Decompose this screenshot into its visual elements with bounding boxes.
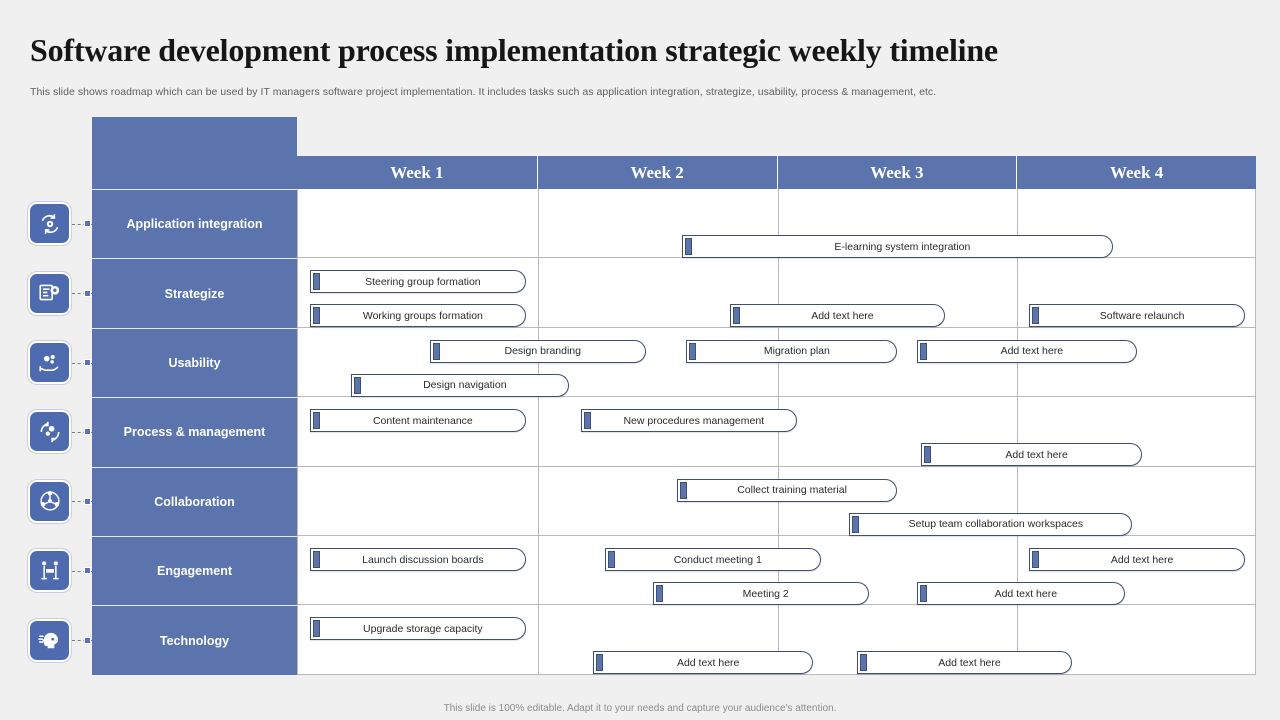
hand-gears-icon	[28, 341, 71, 384]
connector-node	[84, 497, 91, 505]
connector-node	[84, 636, 91, 644]
task-bar[interactable]: New procedures management	[580, 409, 797, 433]
page-title: Software development process implementat…	[30, 32, 998, 68]
task-bar[interactable]: Add text here	[916, 582, 1126, 605]
task-bar[interactable]: Launch discussion boards	[309, 548, 526, 571]
connector-node	[84, 289, 91, 297]
task-bar[interactable]: Collect training material	[676, 478, 898, 502]
grid-hline	[298, 396, 1255, 398]
connector-line	[72, 223, 92, 225]
connector-line	[72, 640, 92, 642]
row-label-collaboration[interactable]: Collaboration	[92, 466, 297, 536]
week-header-3: Week 3	[776, 156, 1017, 189]
week-header-2: Week 2	[536, 156, 777, 189]
task-bar[interactable]: Conduct meeting 1	[604, 548, 821, 571]
task-bar[interactable]: Add text here	[729, 304, 946, 328]
row-label-strategize[interactable]: Strategize	[92, 258, 297, 328]
connector-node	[84, 428, 91, 436]
footer-note: This slide is 100% editable. Adapt it to…	[443, 703, 837, 714]
row-label-usability[interactable]: Usability	[92, 327, 297, 398]
strategy-board-icon	[28, 271, 71, 315]
corner-block	[92, 117, 297, 189]
week-header-1: Week 1	[297, 156, 537, 189]
grid-vline	[537, 189, 539, 674]
connector-node	[84, 359, 91, 366]
row-label-application-integration[interactable]: Application integration	[92, 189, 297, 259]
task-bar[interactable]: Steering group formation	[309, 270, 526, 294]
task-bar[interactable]: Software relaunch	[1029, 304, 1245, 328]
task-bar[interactable]: Upgrade storage capacity	[309, 617, 526, 641]
task-bar[interactable]: Design branding	[429, 339, 646, 363]
task-bar[interactable]: Add text here	[1029, 548, 1245, 571]
task-bar[interactable]: Content maintenance	[309, 409, 526, 433]
row-label-technology[interactable]: Technology	[92, 605, 297, 675]
process-cycle-icon	[28, 410, 71, 454]
team-network-icon	[28, 479, 71, 523]
grid-hline	[298, 465, 1255, 467]
connector-line	[72, 362, 92, 364]
recycle-gear-icon	[28, 202, 71, 246]
connector-node	[84, 220, 91, 228]
task-bar[interactable]: Add text here	[856, 651, 1073, 675]
task-bar[interactable]: Add text here	[592, 651, 814, 675]
task-bar[interactable]: Design navigation	[350, 373, 569, 397]
connector-line	[72, 570, 92, 572]
connector-line	[72, 431, 92, 433]
grid-hline	[298, 326, 1255, 328]
handshake-icon	[28, 549, 71, 593]
week-header-4: Week 4	[1016, 156, 1256, 189]
task-bar[interactable]: Meeting 2	[652, 582, 869, 605]
grid-vline	[1017, 189, 1019, 674]
page-subtitle: This slide shows roadmap which can be us…	[30, 86, 937, 98]
grid-hline	[298, 535, 1255, 536]
task-bar[interactable]: Add text here	[921, 443, 1142, 467]
connector-line	[72, 501, 92, 503]
task-bar[interactable]: E-learning system integration	[681, 235, 1114, 258]
task-bar[interactable]: Setup team collaboration workspaces	[849, 512, 1133, 536]
row-label-engagement[interactable]: Engagement	[92, 536, 297, 606]
connector-node	[84, 567, 91, 575]
task-bar[interactable]: Working groups formation	[309, 304, 526, 328]
head-tech-icon	[28, 618, 71, 662]
task-bar[interactable]: Add text here	[916, 339, 1138, 363]
connector-line	[72, 293, 92, 295]
row-label-process-management[interactable]: Process & management	[92, 397, 297, 467]
task-bar[interactable]: Migration plan	[686, 339, 898, 363]
